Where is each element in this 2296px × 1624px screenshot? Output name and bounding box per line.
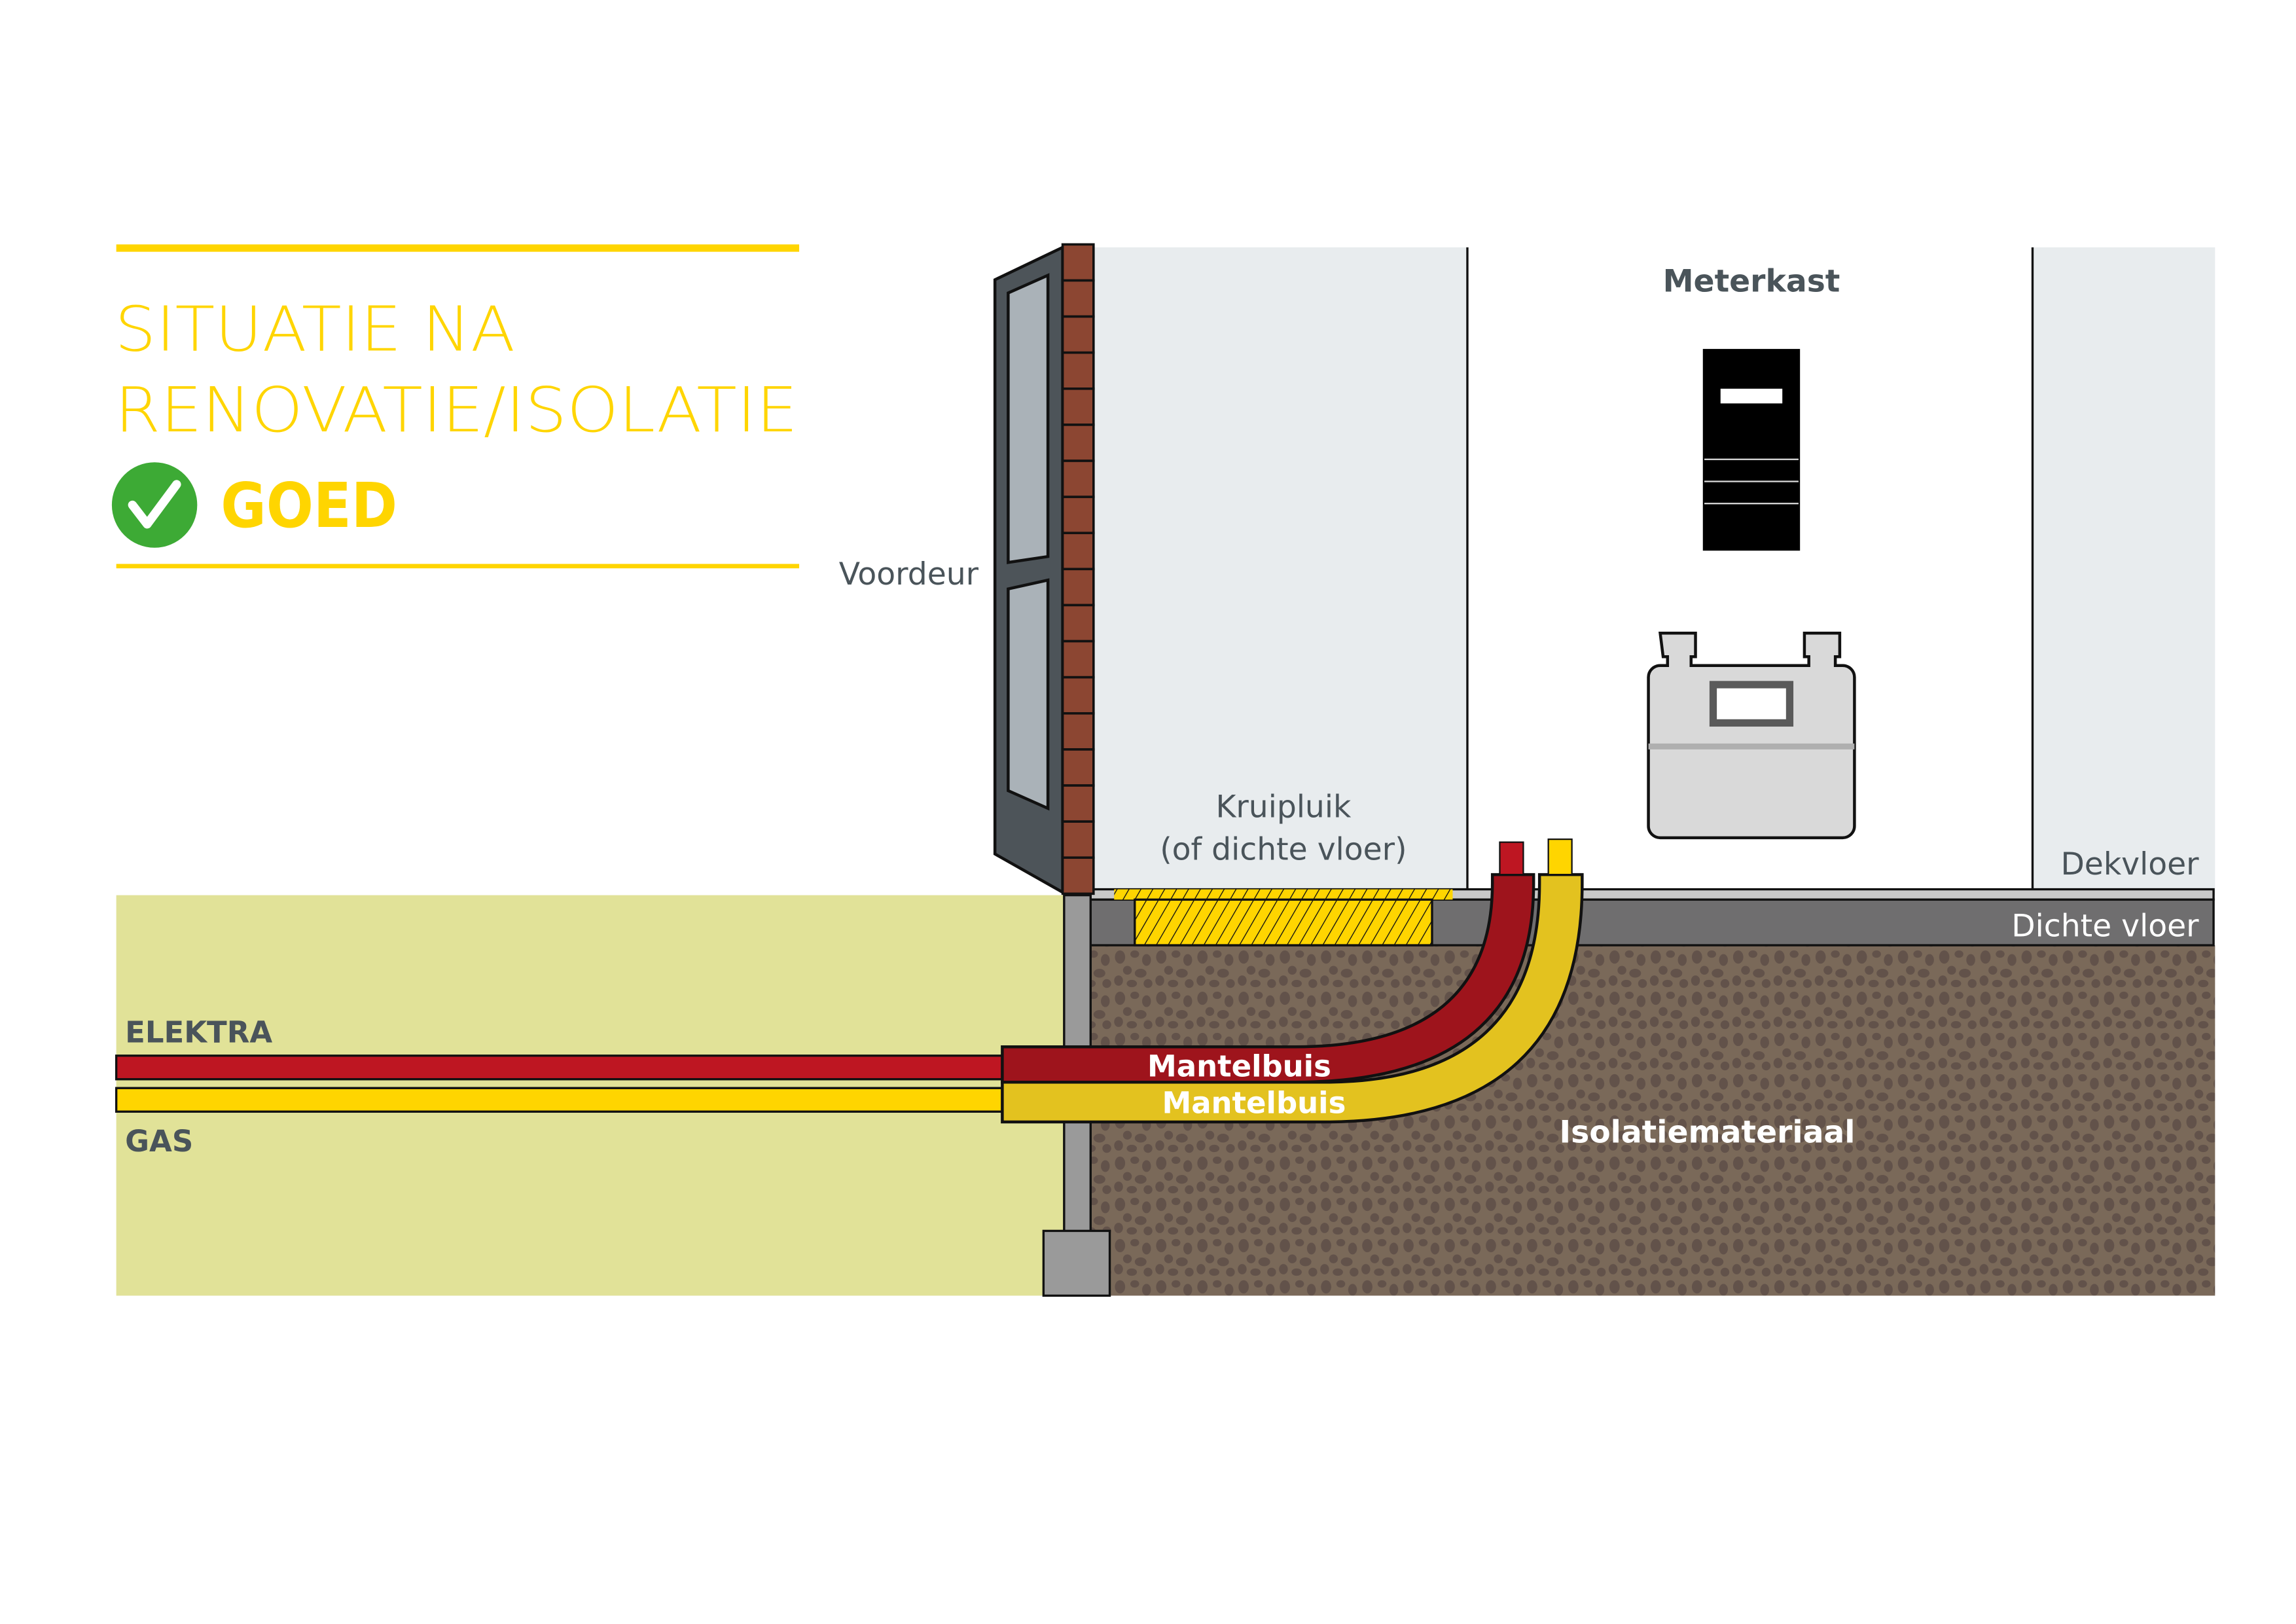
- brick: [1061, 351, 1095, 390]
- right-room-wall: [2032, 247, 2215, 895]
- insulation-label: Isolatiemateriaal: [1560, 1114, 1856, 1150]
- electricity-cable: [115, 1055, 1004, 1081]
- brick: [1061, 712, 1095, 751]
- title-line-1: SITUATIE NA: [115, 293, 515, 365]
- title-bottom-rule: [116, 564, 800, 569]
- gas-riser: [1547, 838, 1573, 876]
- brick: [1061, 568, 1095, 607]
- brick-wall: [1061, 243, 1095, 895]
- crawl-hatch: [1114, 889, 1453, 947]
- brick: [1061, 424, 1095, 462]
- electric-sleeve-label: Mantelbuis: [1147, 1049, 1331, 1083]
- screed-floor-label: Dekvloer: [2060, 846, 2199, 882]
- brick: [1061, 676, 1095, 715]
- brick: [1061, 279, 1095, 318]
- verdict-label: GOED: [221, 470, 397, 542]
- brick: [1061, 820, 1095, 859]
- electric-riser: [1499, 841, 1524, 876]
- gas-meter: [1647, 631, 1856, 840]
- front-door: [993, 245, 1064, 895]
- title-line-2: RENOVATIE/ISOLATIE: [115, 374, 797, 446]
- brick: [1061, 496, 1095, 535]
- brick: [1061, 388, 1095, 426]
- check-circle-icon: [111, 462, 198, 548]
- crawl-hatch-label-2: (of dichte vloer): [1160, 832, 1407, 868]
- brick: [1061, 856, 1095, 895]
- brick: [1061, 315, 1095, 354]
- electricity-meter: [1702, 349, 1801, 551]
- sealed-floor-label: Dichte vloer: [2011, 909, 2199, 945]
- gas-sleeve: [1001, 873, 1584, 1124]
- gas-pipe: [115, 1087, 1004, 1113]
- front-door-label: Voordeur: [839, 556, 979, 592]
- foundation-footing: [1042, 1229, 1111, 1297]
- brick: [1061, 784, 1095, 823]
- brick: [1061, 640, 1095, 679]
- title-block: SITUATIE NA RENOVATIE/ISOLATIE GOED: [111, 244, 800, 569]
- title-top-rule: [116, 244, 800, 252]
- gas-label: GAS: [125, 1124, 193, 1159]
- brick: [1061, 604, 1095, 643]
- brick: [1061, 460, 1095, 498]
- brick: [1061, 243, 1095, 282]
- gas-sleeve-label: Mantelbuis: [1162, 1085, 1346, 1120]
- electricity-label: ELEKTRA: [125, 1015, 272, 1050]
- meterkast-label: Meterkast: [1663, 263, 1840, 299]
- crawl-hatch-label-1: Kruipluik: [1215, 789, 1352, 825]
- brick: [1061, 532, 1095, 571]
- brick: [1061, 748, 1095, 787]
- hall-wall: [1093, 247, 1467, 895]
- electric-sleeve: [1001, 873, 1535, 1084]
